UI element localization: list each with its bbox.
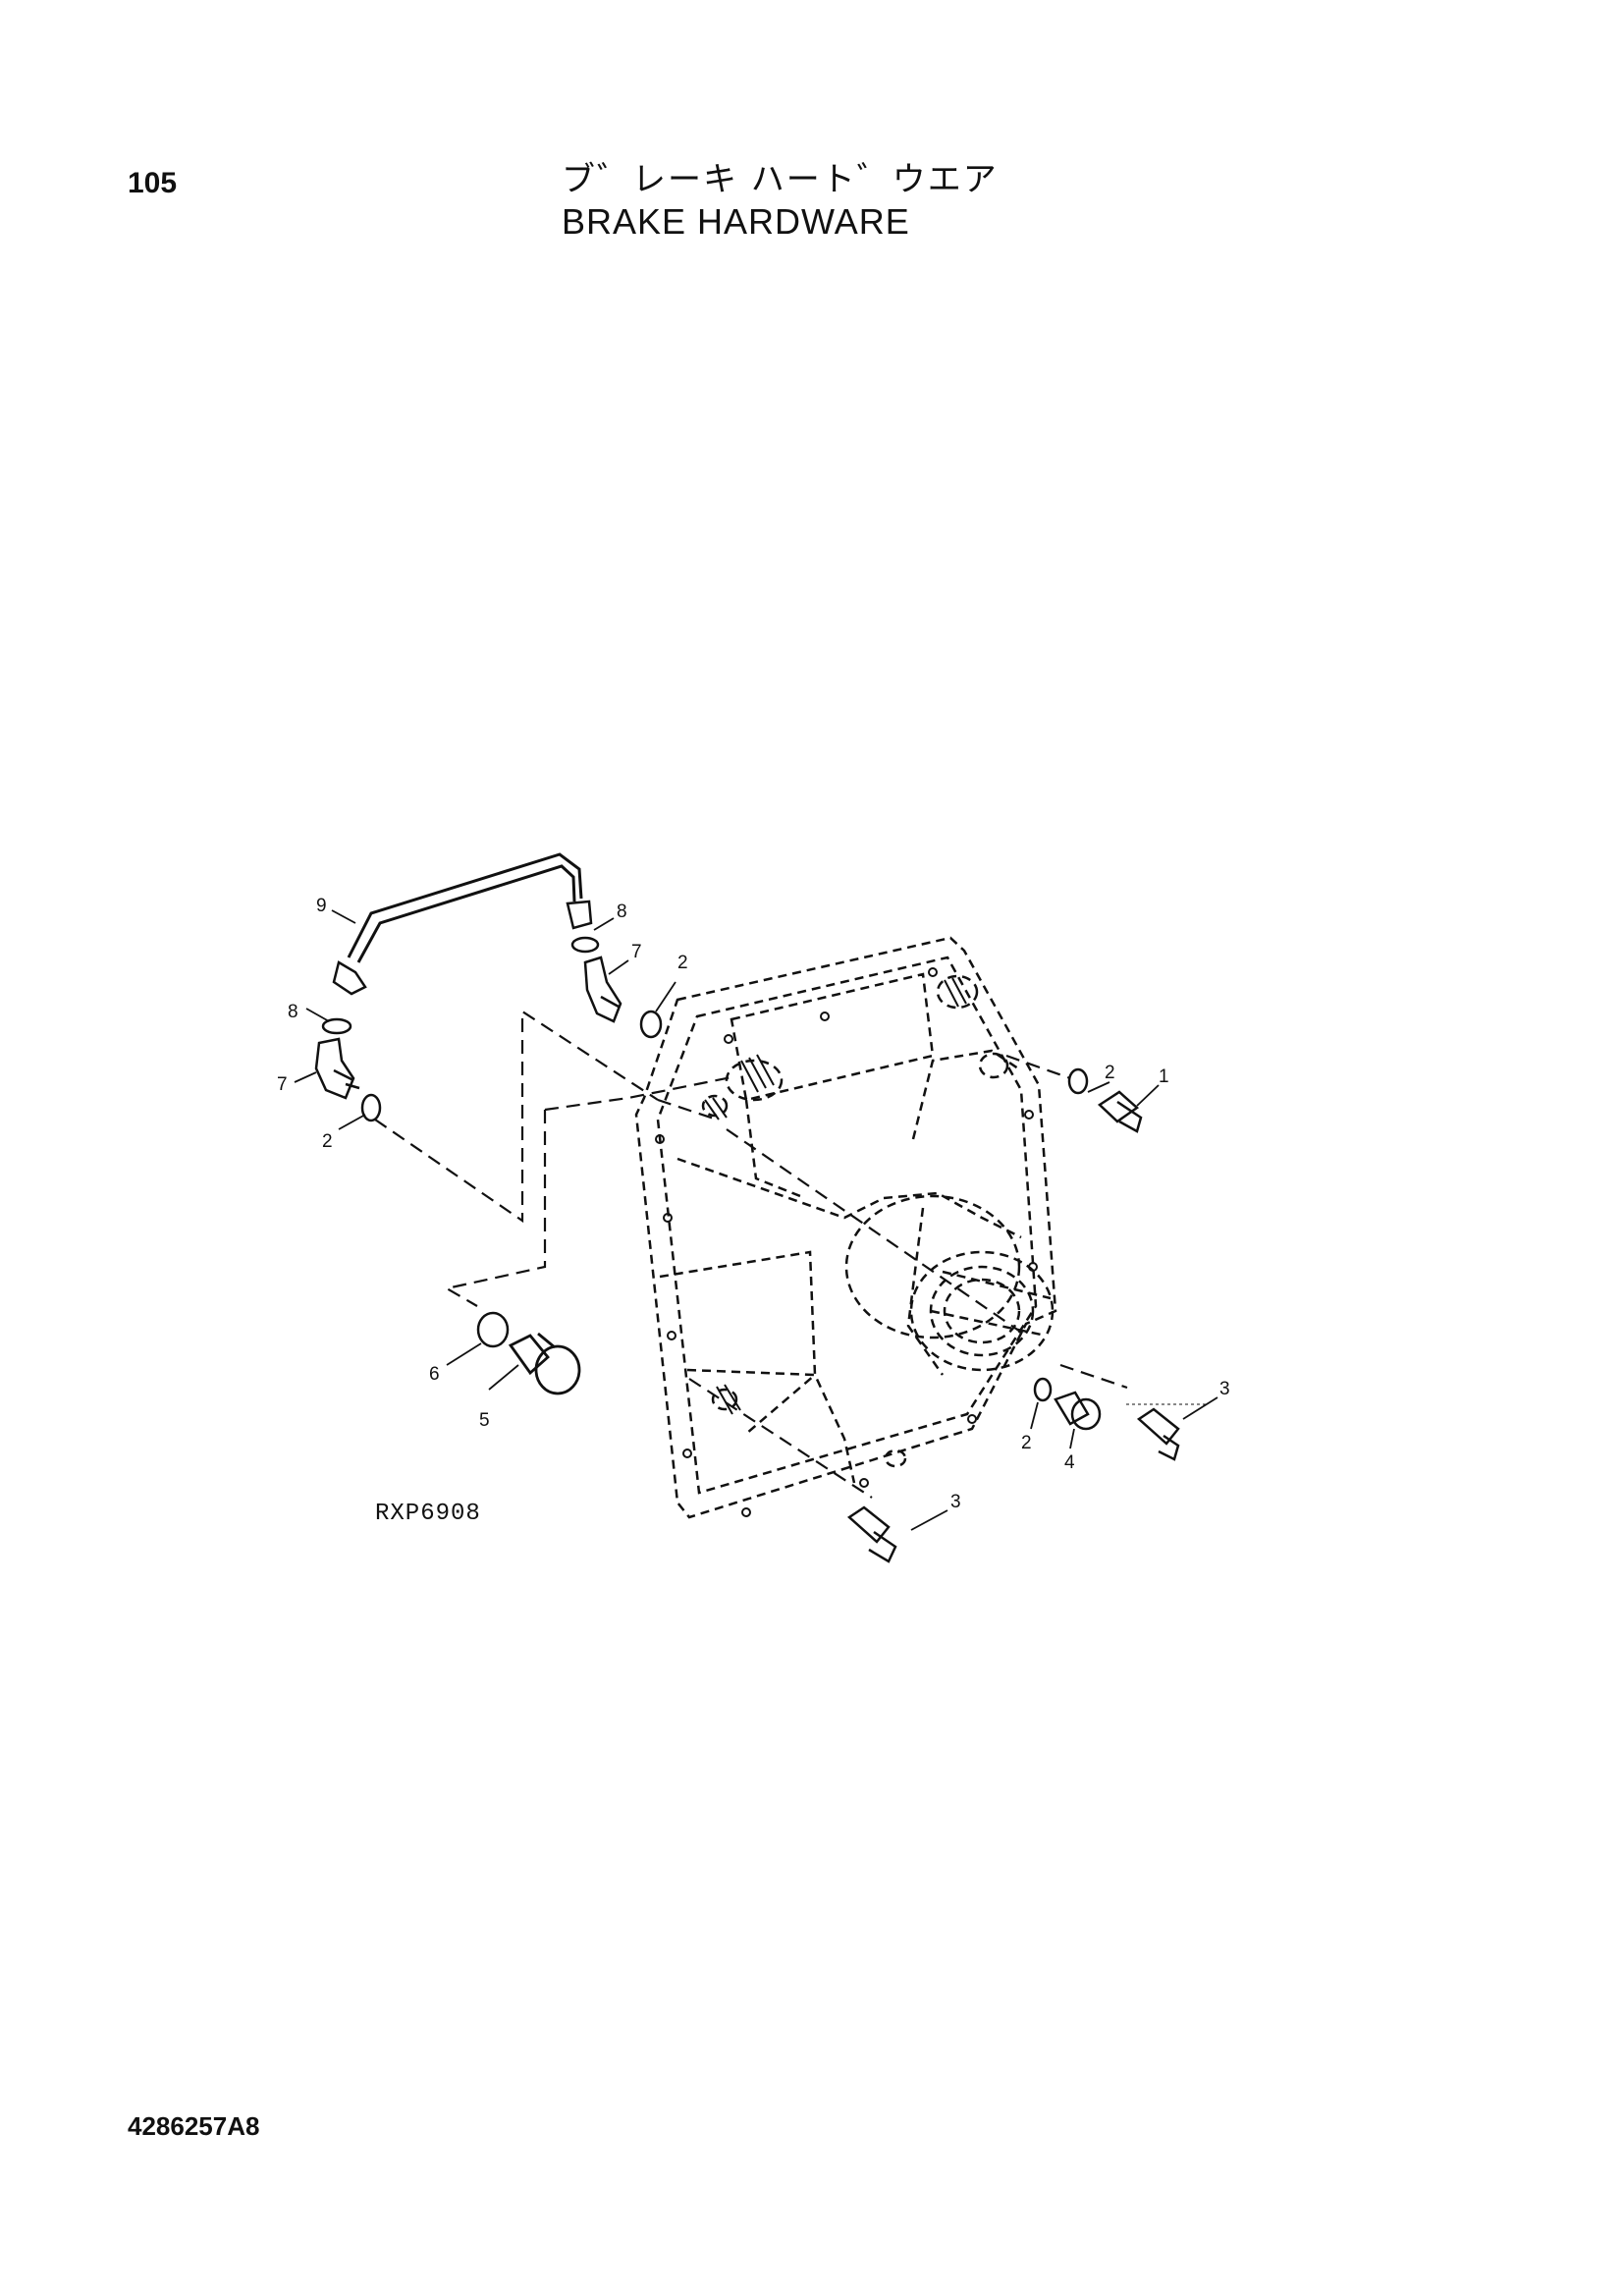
- elbow-fitting-item-7-right: [583, 956, 622, 1023]
- callout-3-bottom: 3: [950, 1492, 961, 1512]
- brake-housing-outline: [634, 936, 1057, 1519]
- o-ring-item-2-d: [1033, 1377, 1053, 1402]
- document-number: 4286257A8: [128, 2111, 260, 2141]
- o-ring-item-6: [476, 1311, 510, 1348]
- callout-7-left: 7: [277, 1074, 288, 1095]
- callout-leaders: [294, 909, 1218, 1531]
- flange-bolt-holes: [655, 967, 1038, 1517]
- elbow-fitting-item-7-left: [314, 1037, 360, 1100]
- plug-item-4: [1054, 1391, 1102, 1431]
- callout-numbers: 9 8 8 7 2 7 2 2 1 3 3 2 4 6 5: [277, 896, 1230, 1512]
- callout-9: 9: [316, 896, 327, 916]
- o-ring-item-2-b: [639, 1010, 663, 1039]
- plug-item-5: [508, 1332, 581, 1395]
- o-ring-item-2-a: [360, 1093, 382, 1122]
- o-ring-item-8-left: [321, 1017, 352, 1035]
- callout-6: 6: [429, 1364, 440, 1385]
- callout-2-right: 2: [1105, 1063, 1115, 1083]
- callout-8-left: 8: [288, 1002, 298, 1022]
- callout-2-left: 2: [322, 1131, 333, 1152]
- page-title-japanese: ブ゛レーキ ハート゛ウエア: [562, 160, 999, 199]
- figure-code: RXP6908: [375, 1501, 481, 1527]
- plug-item-3-right: [1136, 1407, 1180, 1461]
- brake-tube: [332, 852, 593, 996]
- page-number: 105: [128, 167, 178, 199]
- callout-4: 4: [1064, 1452, 1075, 1473]
- callout-1: 1: [1159, 1066, 1169, 1087]
- callout-2-top: 2: [677, 953, 688, 973]
- page-title-english: BRAKE HARDWARE: [562, 201, 910, 242]
- fitting-item-1: [1097, 1090, 1143, 1133]
- callout-8-right: 8: [617, 902, 627, 922]
- o-ring-item-8-right: [570, 936, 600, 954]
- callout-3-right: 3: [1219, 1379, 1230, 1399]
- assembly-lines: [374, 1009, 1128, 1499]
- callout-5: 5: [479, 1410, 490, 1431]
- o-ring-item-2-c: [1067, 1067, 1089, 1095]
- callout-2-bottom: 2: [1021, 1433, 1032, 1453]
- hatched-ports: [704, 977, 967, 1415]
- callout-7-right: 7: [631, 942, 642, 962]
- plug-item-3-bottom: [846, 1505, 897, 1563]
